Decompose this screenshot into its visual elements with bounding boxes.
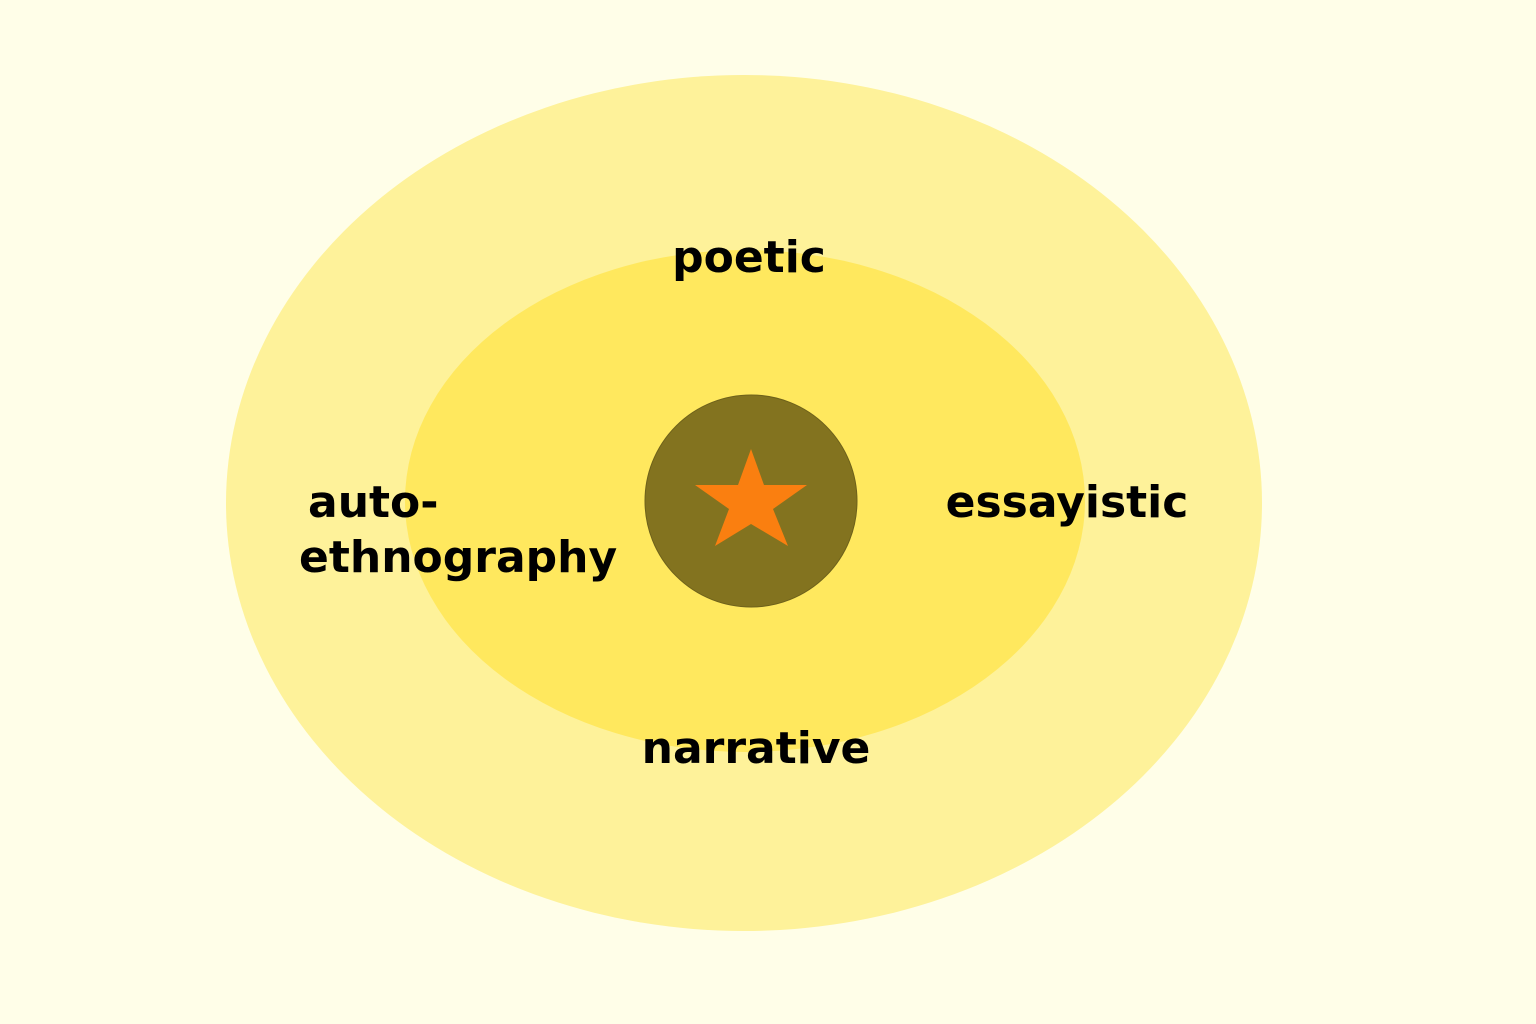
label-poetic: poetic xyxy=(672,232,826,283)
label-ethnography: ethnography xyxy=(299,532,617,583)
label-narrative: narrative xyxy=(642,723,871,774)
label-essayistic: essayistic xyxy=(946,477,1189,528)
label-auto: auto- xyxy=(308,477,439,528)
star-icon xyxy=(695,449,807,546)
